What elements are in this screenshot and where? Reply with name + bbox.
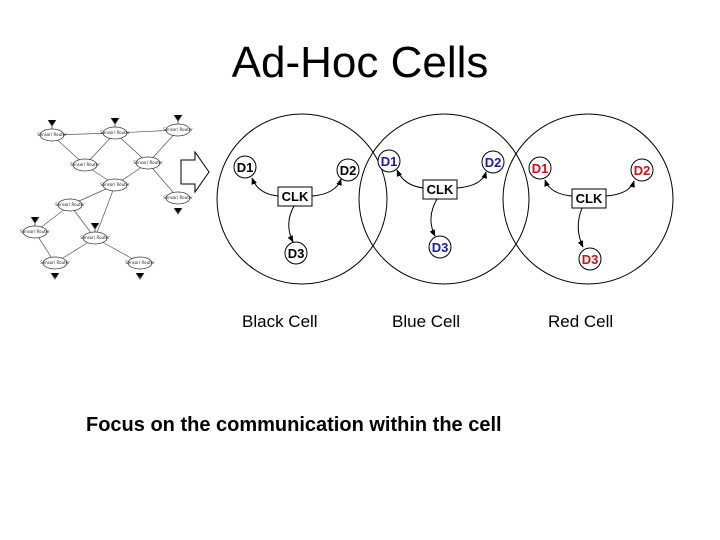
right-arrow-icon	[180, 150, 210, 194]
red-cell-circle	[502, 113, 674, 285]
d2-node	[630, 158, 654, 182]
red-cell: CLK D1 D2 D3	[528, 156, 654, 271]
d2-label: D2	[634, 163, 651, 178]
blue-cell-circle	[358, 113, 530, 285]
clk-box	[277, 186, 313, 207]
antenna-icons	[30, 114, 183, 280]
mini-node-label: Sensor/ Router	[80, 235, 110, 240]
focus-statement: Focus on the communication within the ce…	[86, 414, 502, 436]
d2-node	[481, 150, 505, 174]
blue-cell: CLK D1 D2 D3	[377, 149, 505, 259]
d2-node	[336, 158, 360, 182]
d3-node	[428, 235, 452, 259]
clk-box	[422, 179, 458, 200]
d1-node	[377, 149, 401, 173]
network-node-labels: Sensor/ Router Sensor/ Router Sensor/ Ro…	[20, 127, 193, 265]
clk-label: CLK	[282, 189, 309, 204]
mini-node-label: Sensor/ Router	[133, 160, 163, 165]
mini-node-label: Sensor/ Router	[70, 162, 100, 167]
black-cell: CLK D1 D2 D3	[233, 155, 360, 265]
slide-title: Ad-Hoc Cells	[231, 38, 489, 87]
blue-cell-label: Blue Cell	[392, 312, 461, 331]
d1-node	[528, 156, 552, 180]
d1-label: D1	[381, 154, 398, 169]
black-cell-circle	[216, 113, 388, 285]
clk-label: CLK	[427, 182, 454, 197]
d1-label: D1	[532, 161, 549, 176]
mini-node-label: Sensor/ Router	[163, 127, 193, 132]
clk-label: CLK	[576, 191, 603, 206]
mini-node-label: Sensor/ Router	[20, 229, 50, 234]
d3-label: D3	[432, 240, 449, 255]
d1-node	[233, 155, 257, 179]
d2-label: D2	[485, 155, 502, 170]
mini-node-label: Sensor/ Router	[100, 182, 130, 187]
black-cell-label: Black Cell	[242, 312, 318, 331]
d3-label: D3	[288, 246, 305, 261]
d2-label: D2	[340, 163, 357, 178]
mini-node-label: Sensor/ Router	[125, 260, 155, 265]
d3-node	[284, 241, 308, 265]
d3-node	[578, 247, 602, 271]
red-cell-label: Red Cell	[548, 312, 614, 331]
d3-label: D3	[582, 252, 599, 267]
mini-node-label: Sensor/ Router	[55, 202, 85, 207]
mini-node-label: Sensor/ Router	[100, 130, 130, 135]
mini-node-label: Sensor/ Router	[40, 260, 70, 265]
mini-node-label: Sensor/ Router	[163, 195, 193, 200]
clk-box	[571, 188, 607, 209]
mini-node-label: Sensor/ Router	[37, 132, 67, 137]
network-nodes	[22, 123, 191, 270]
d1-label: D1	[237, 160, 254, 175]
